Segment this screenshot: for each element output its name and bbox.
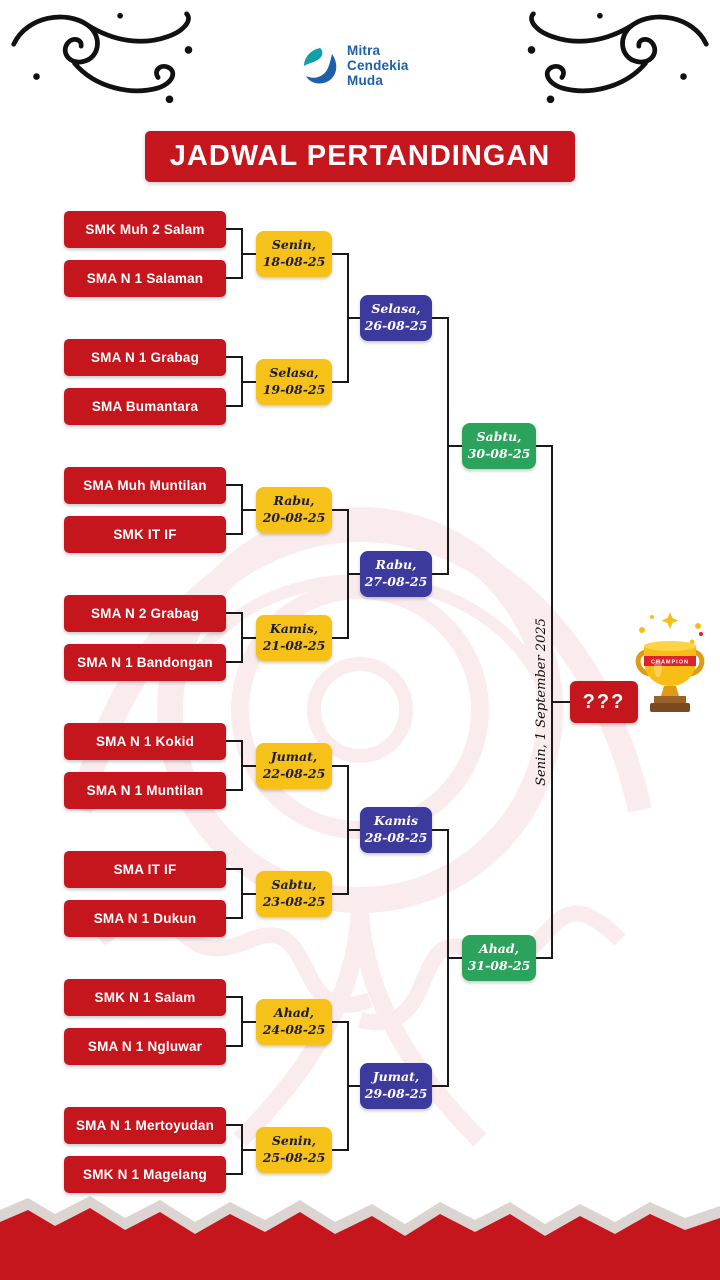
logo-line3: Muda bbox=[347, 72, 384, 88]
final-winner-box: ??? bbox=[570, 681, 638, 723]
match-day: Sabtu, bbox=[476, 429, 522, 445]
team-box: SMK Muh 2 Salam bbox=[64, 211, 226, 248]
round2-date-box: Kamis 28-08-25 bbox=[360, 807, 432, 853]
team-box: SMA N 1 Bandongan bbox=[64, 644, 226, 681]
match-day: Kamis bbox=[374, 813, 418, 829]
team-box: SMK N 1 Magelang bbox=[64, 1156, 226, 1193]
trophy-icon: CHAMPION bbox=[635, 612, 705, 712]
team-box: SMA N 1 Salaman bbox=[64, 260, 226, 297]
team-box: SMA N 1 Muntilan bbox=[64, 772, 226, 809]
match-date: 21-08-25 bbox=[262, 638, 326, 653]
match-day: Selasa, bbox=[371, 301, 421, 317]
match-date: 26-08-25 bbox=[364, 318, 428, 333]
match-date: 24-08-25 bbox=[262, 1022, 326, 1037]
round1-date-box: Ahad, 24-08-25 bbox=[256, 999, 332, 1045]
match-date: 22-08-25 bbox=[262, 766, 326, 781]
round3-date-box: Sabtu, 30-08-25 bbox=[462, 423, 536, 469]
logo-icon bbox=[304, 48, 337, 84]
page-title: JADWAL PERTANDINGAN bbox=[145, 131, 575, 182]
match-day: Ahad, bbox=[479, 941, 519, 957]
final-date-label: Senin, 1 September 2025 bbox=[534, 618, 549, 786]
team-box: SMA N 1 Kokid bbox=[64, 723, 226, 760]
match-day: Selasa, bbox=[269, 365, 319, 381]
match-day: Senin, bbox=[271, 1133, 317, 1149]
round3-date-box: Ahad, 31-08-25 bbox=[462, 935, 536, 981]
match-date: 18-08-25 bbox=[262, 254, 326, 269]
round1-date-box: Senin, 18-08-25 bbox=[256, 231, 332, 277]
match-day: Rabu, bbox=[375, 557, 417, 573]
match-date: 29-08-25 bbox=[364, 1086, 428, 1101]
round1-date-box: Rabu, 20-08-25 bbox=[256, 487, 332, 533]
match-day: Senin, bbox=[271, 237, 317, 253]
team-box: SMA IT IF bbox=[64, 851, 226, 888]
match-day: Rabu, bbox=[273, 493, 315, 509]
torn-paper-edge bbox=[0, 1196, 720, 1280]
team-box: SMA N 1 Dukun bbox=[64, 900, 226, 937]
match-date: 31-08-25 bbox=[467, 958, 531, 973]
team-box: SMA N 2 Grabag bbox=[64, 595, 226, 632]
trophy-band-text: CHAMPION bbox=[651, 660, 689, 666]
logo-line1: Mitra bbox=[347, 43, 381, 58]
corner-flourish-left bbox=[8, 8, 198, 108]
team-box: SMA Bumantara bbox=[64, 388, 226, 425]
round1-date-box: Sabtu, 23-08-25 bbox=[256, 871, 332, 917]
corner-flourish-right bbox=[522, 8, 712, 108]
round2-date-box: Jumat, 29-08-25 bbox=[360, 1063, 432, 1109]
match-day: Jumat, bbox=[270, 749, 318, 765]
match-date: 20-08-25 bbox=[262, 510, 326, 525]
match-day: Kamis, bbox=[269, 621, 319, 637]
team-box: SMA N 1 Mertoyudan bbox=[64, 1107, 226, 1144]
match-date: 25-08-25 bbox=[262, 1150, 326, 1165]
match-date: 27-08-25 bbox=[364, 574, 428, 589]
logo-line2: Cendekia bbox=[347, 57, 409, 73]
team-box: SMA N 1 Grabag bbox=[64, 339, 226, 376]
team-box: SMK N 1 Salam bbox=[64, 979, 226, 1016]
match-date: 30-08-25 bbox=[467, 446, 531, 461]
logo: Mitra Cendekia Muda bbox=[300, 43, 409, 89]
team-box: SMA N 1 Ngluwar bbox=[64, 1028, 226, 1065]
round1-date-box: Jumat, 22-08-25 bbox=[256, 743, 332, 789]
match-date: 28-08-25 bbox=[364, 830, 428, 845]
team-box: SMK IT IF bbox=[64, 516, 226, 553]
round2-date-box: Selasa, 26-08-25 bbox=[360, 295, 432, 341]
match-date: 23-08-25 bbox=[262, 894, 326, 909]
match-day: Jumat, bbox=[372, 1069, 420, 1085]
round1-date-box: Kamis, 21-08-25 bbox=[256, 615, 332, 661]
logo-text: Mitra Cendekia Muda bbox=[347, 43, 409, 89]
match-day: Ahad, bbox=[274, 1005, 314, 1021]
round1-date-box: Senin, 25-08-25 bbox=[256, 1127, 332, 1173]
round2-date-box: Rabu, 27-08-25 bbox=[360, 551, 432, 597]
team-box: SMA Muh Muntilan bbox=[64, 467, 226, 504]
match-date: 19-08-25 bbox=[262, 382, 326, 397]
round1-date-box: Selasa, 19-08-25 bbox=[256, 359, 332, 405]
match-day: Sabtu, bbox=[271, 877, 317, 893]
